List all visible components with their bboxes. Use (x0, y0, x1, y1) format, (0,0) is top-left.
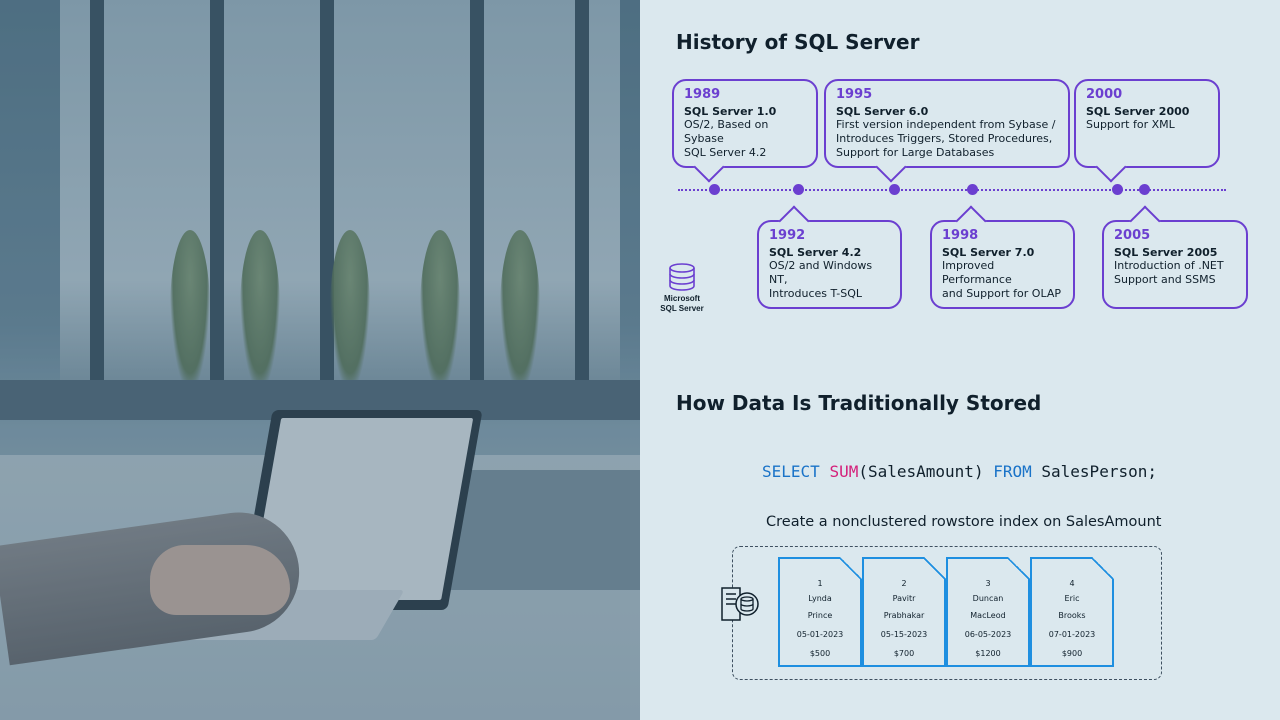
page-field-first: Eric (1064, 594, 1080, 603)
bubble-version: SQL Server 1.0 (684, 105, 777, 118)
timeline-bubble-1998: 1998 SQL Server 7.0 Improved Performance… (930, 205, 1075, 309)
bubble-year: 2000 (1086, 87, 1123, 102)
timeline-bubble-1992: 1992 SQL Server 4.2 OS/2 and Windows NT,… (757, 205, 902, 309)
page-field-id: 1 (817, 579, 823, 588)
bubble-desc: Support for XML (1086, 118, 1175, 131)
page-field-first: Pavitr (892, 594, 916, 603)
bubble-version: SQL Server 6.0 (836, 105, 929, 118)
bubble-pointer (1095, 151, 1127, 183)
page-field-amount: $500 (809, 649, 831, 658)
page-field-date: 05-01-2023 (796, 630, 844, 639)
bubble-version: SQL Server 2000 (1086, 105, 1190, 118)
sql-table: SalesPerson; (1041, 462, 1157, 481)
bubble-year: 2005 (1114, 228, 1151, 243)
page-field-date: 07-01-2023 (1048, 630, 1096, 639)
page-field-last: Brooks (1058, 611, 1086, 620)
bubble-year: 1998 (942, 228, 979, 243)
content-panel: History of SQL Server 1989 SQL Server 1.… (640, 0, 1280, 720)
bubble-desc: OS/2, Based on Sybase (684, 118, 769, 145)
sql-argument: (SalesAmount) (858, 462, 984, 481)
bubble-year: 1995 (836, 87, 873, 102)
window-mullion (575, 0, 589, 400)
bubble-desc: Support and SSMS (1114, 273, 1216, 286)
plant (240, 230, 280, 390)
bubble-desc: OS/2 and Windows NT, (769, 259, 873, 286)
plant (500, 230, 540, 390)
window-mullion (210, 0, 224, 400)
sql-keyword-from: FROM (993, 462, 1032, 481)
plant (170, 230, 210, 390)
history-title: History of SQL Server (676, 30, 920, 54)
sql-server-logo: Microsoft SQL Server (654, 262, 710, 314)
timeline-dot (709, 184, 720, 195)
hand (150, 545, 290, 615)
bubble-desc: SQL Server 4.2 (684, 146, 767, 159)
storage-title: How Data Is Traditionally Stored (676, 391, 1042, 415)
bubble-desc: First version independent from Sybase / (836, 118, 1056, 131)
timeline-dot (793, 184, 804, 195)
bubble-desc: Introduces Triggers, Stored Procedures, (836, 132, 1053, 145)
bubble-year: 1989 (684, 87, 721, 102)
page-field-first: Lynda (808, 594, 832, 603)
cabinet (440, 470, 640, 590)
page-field-last: Prince (807, 611, 833, 620)
bubble-desc: and Support for OLAP (942, 287, 1061, 300)
page-field-date: 05-15-2023 (880, 630, 928, 639)
page-field-id: 2 (901, 579, 907, 588)
timeline-dot (889, 184, 900, 195)
page-field-amount: $1200 (975, 649, 1001, 658)
page-field-id: 3 (985, 579, 991, 588)
timeline-dot (1112, 184, 1123, 195)
sql-keyword-select: SELECT (762, 462, 820, 481)
bubble-version: SQL Server 2005 (1114, 246, 1218, 259)
timeline-bubble-1995: 1995 SQL Server 6.0 First version indepe… (824, 79, 1070, 183)
bubble-desc: Introduces T-SQL (769, 287, 862, 300)
logo-text-line1: Microsoft (664, 294, 700, 303)
window-mullion (470, 0, 484, 400)
bubble-desc: Support for Large Databases (836, 146, 995, 159)
timeline-bubble-2000: 2000 SQL Server 2000 Support for XML (1074, 79, 1220, 183)
page-field-amount: $700 (893, 649, 915, 658)
timeline-dot (967, 184, 978, 195)
timeline-bubble-1989: 1989 SQL Server 1.0 OS/2, Based on Sybas… (672, 79, 818, 183)
page-field-amount: $900 (1061, 649, 1083, 658)
timeline-bubble-2005: 2005 SQL Server 2005 Introduction of .NE… (1102, 205, 1248, 309)
bubble-desc: Improved Performance (942, 259, 1012, 286)
timeline-line (678, 189, 1226, 191)
timeline-dot (1139, 184, 1150, 195)
sql-query: SELECT SUM(SalesAmount) FROM SalesPerson… (762, 462, 1157, 481)
plant (420, 230, 460, 390)
page-field-date: 06-05-2023 (964, 630, 1012, 639)
background-photo (0, 0, 640, 720)
page-field-last: MacLeod (970, 611, 1006, 620)
bubble-version: SQL Server 7.0 (942, 246, 1035, 259)
sql-function-sum: SUM (829, 462, 859, 481)
photo-tint (0, 0, 640, 720)
plant (330, 230, 370, 390)
index-caption: Create a nonclustered rowstore index on … (766, 514, 1162, 530)
bubble-desc: Introduction of .NET (1114, 259, 1224, 272)
bubble-year: 1992 (769, 228, 806, 243)
page-fold (840, 557, 862, 579)
database-icon (669, 263, 695, 291)
window-mullion (90, 0, 104, 400)
page-fold (1092, 557, 1114, 579)
page-fold (924, 557, 946, 579)
logo-text-line2: SQL Server (660, 304, 704, 313)
database-server-icon (721, 587, 759, 621)
page-field-id: 4 (1069, 579, 1075, 588)
page-field-first: Duncan (972, 594, 1004, 603)
page-field-last: Prabhakar (883, 611, 925, 620)
bubble-version: SQL Server 4.2 (769, 246, 862, 259)
page-fold (1008, 557, 1030, 579)
